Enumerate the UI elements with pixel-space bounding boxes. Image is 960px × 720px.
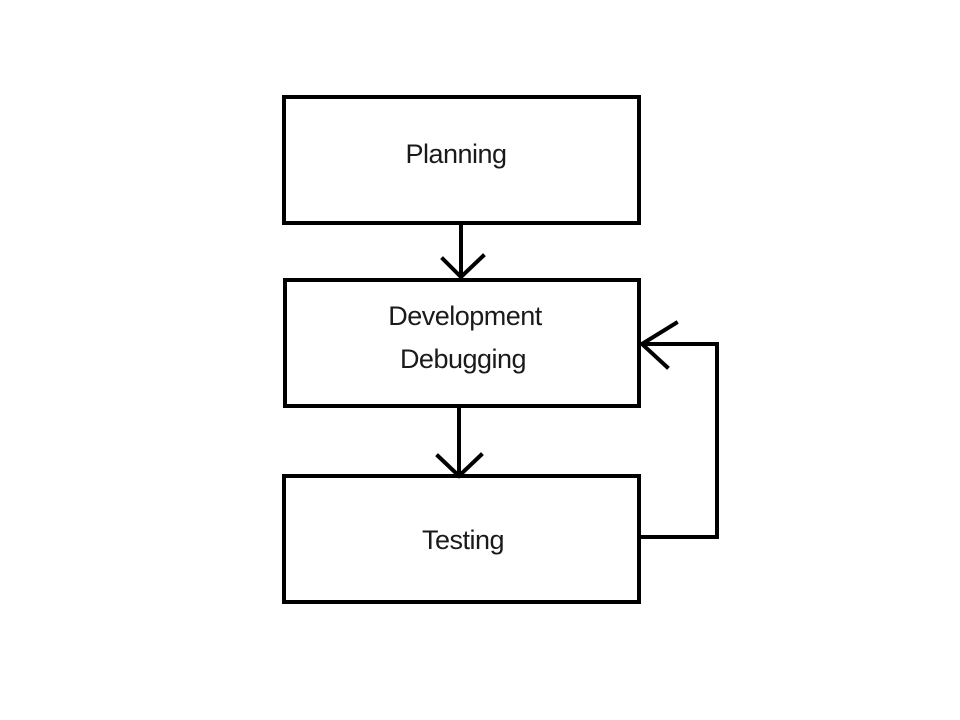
edge-planning-to-development <box>440 222 486 280</box>
node-planning: Planning <box>282 95 641 225</box>
node-planning-label: Planning <box>405 139 506 169</box>
node-planning-box <box>282 95 641 225</box>
edge-testing-to-development <box>638 320 719 539</box>
arrowhead-left-icon <box>638 320 679 370</box>
node-development-label-line-1: Development <box>388 301 543 331</box>
node-development: Development Debugging <box>283 278 641 408</box>
node-development-label-line-2: Debugging <box>400 344 526 374</box>
edge-development-to-testing <box>435 405 484 479</box>
node-testing: Testing <box>282 474 641 604</box>
node-testing-box <box>282 474 641 604</box>
node-development-box <box>283 278 641 408</box>
node-testing-label: Testing <box>422 525 504 555</box>
arrowhead-down-icon <box>440 253 486 280</box>
edge-testing-to-development-line <box>639 342 719 539</box>
arrowhead-down-icon <box>435 452 484 479</box>
